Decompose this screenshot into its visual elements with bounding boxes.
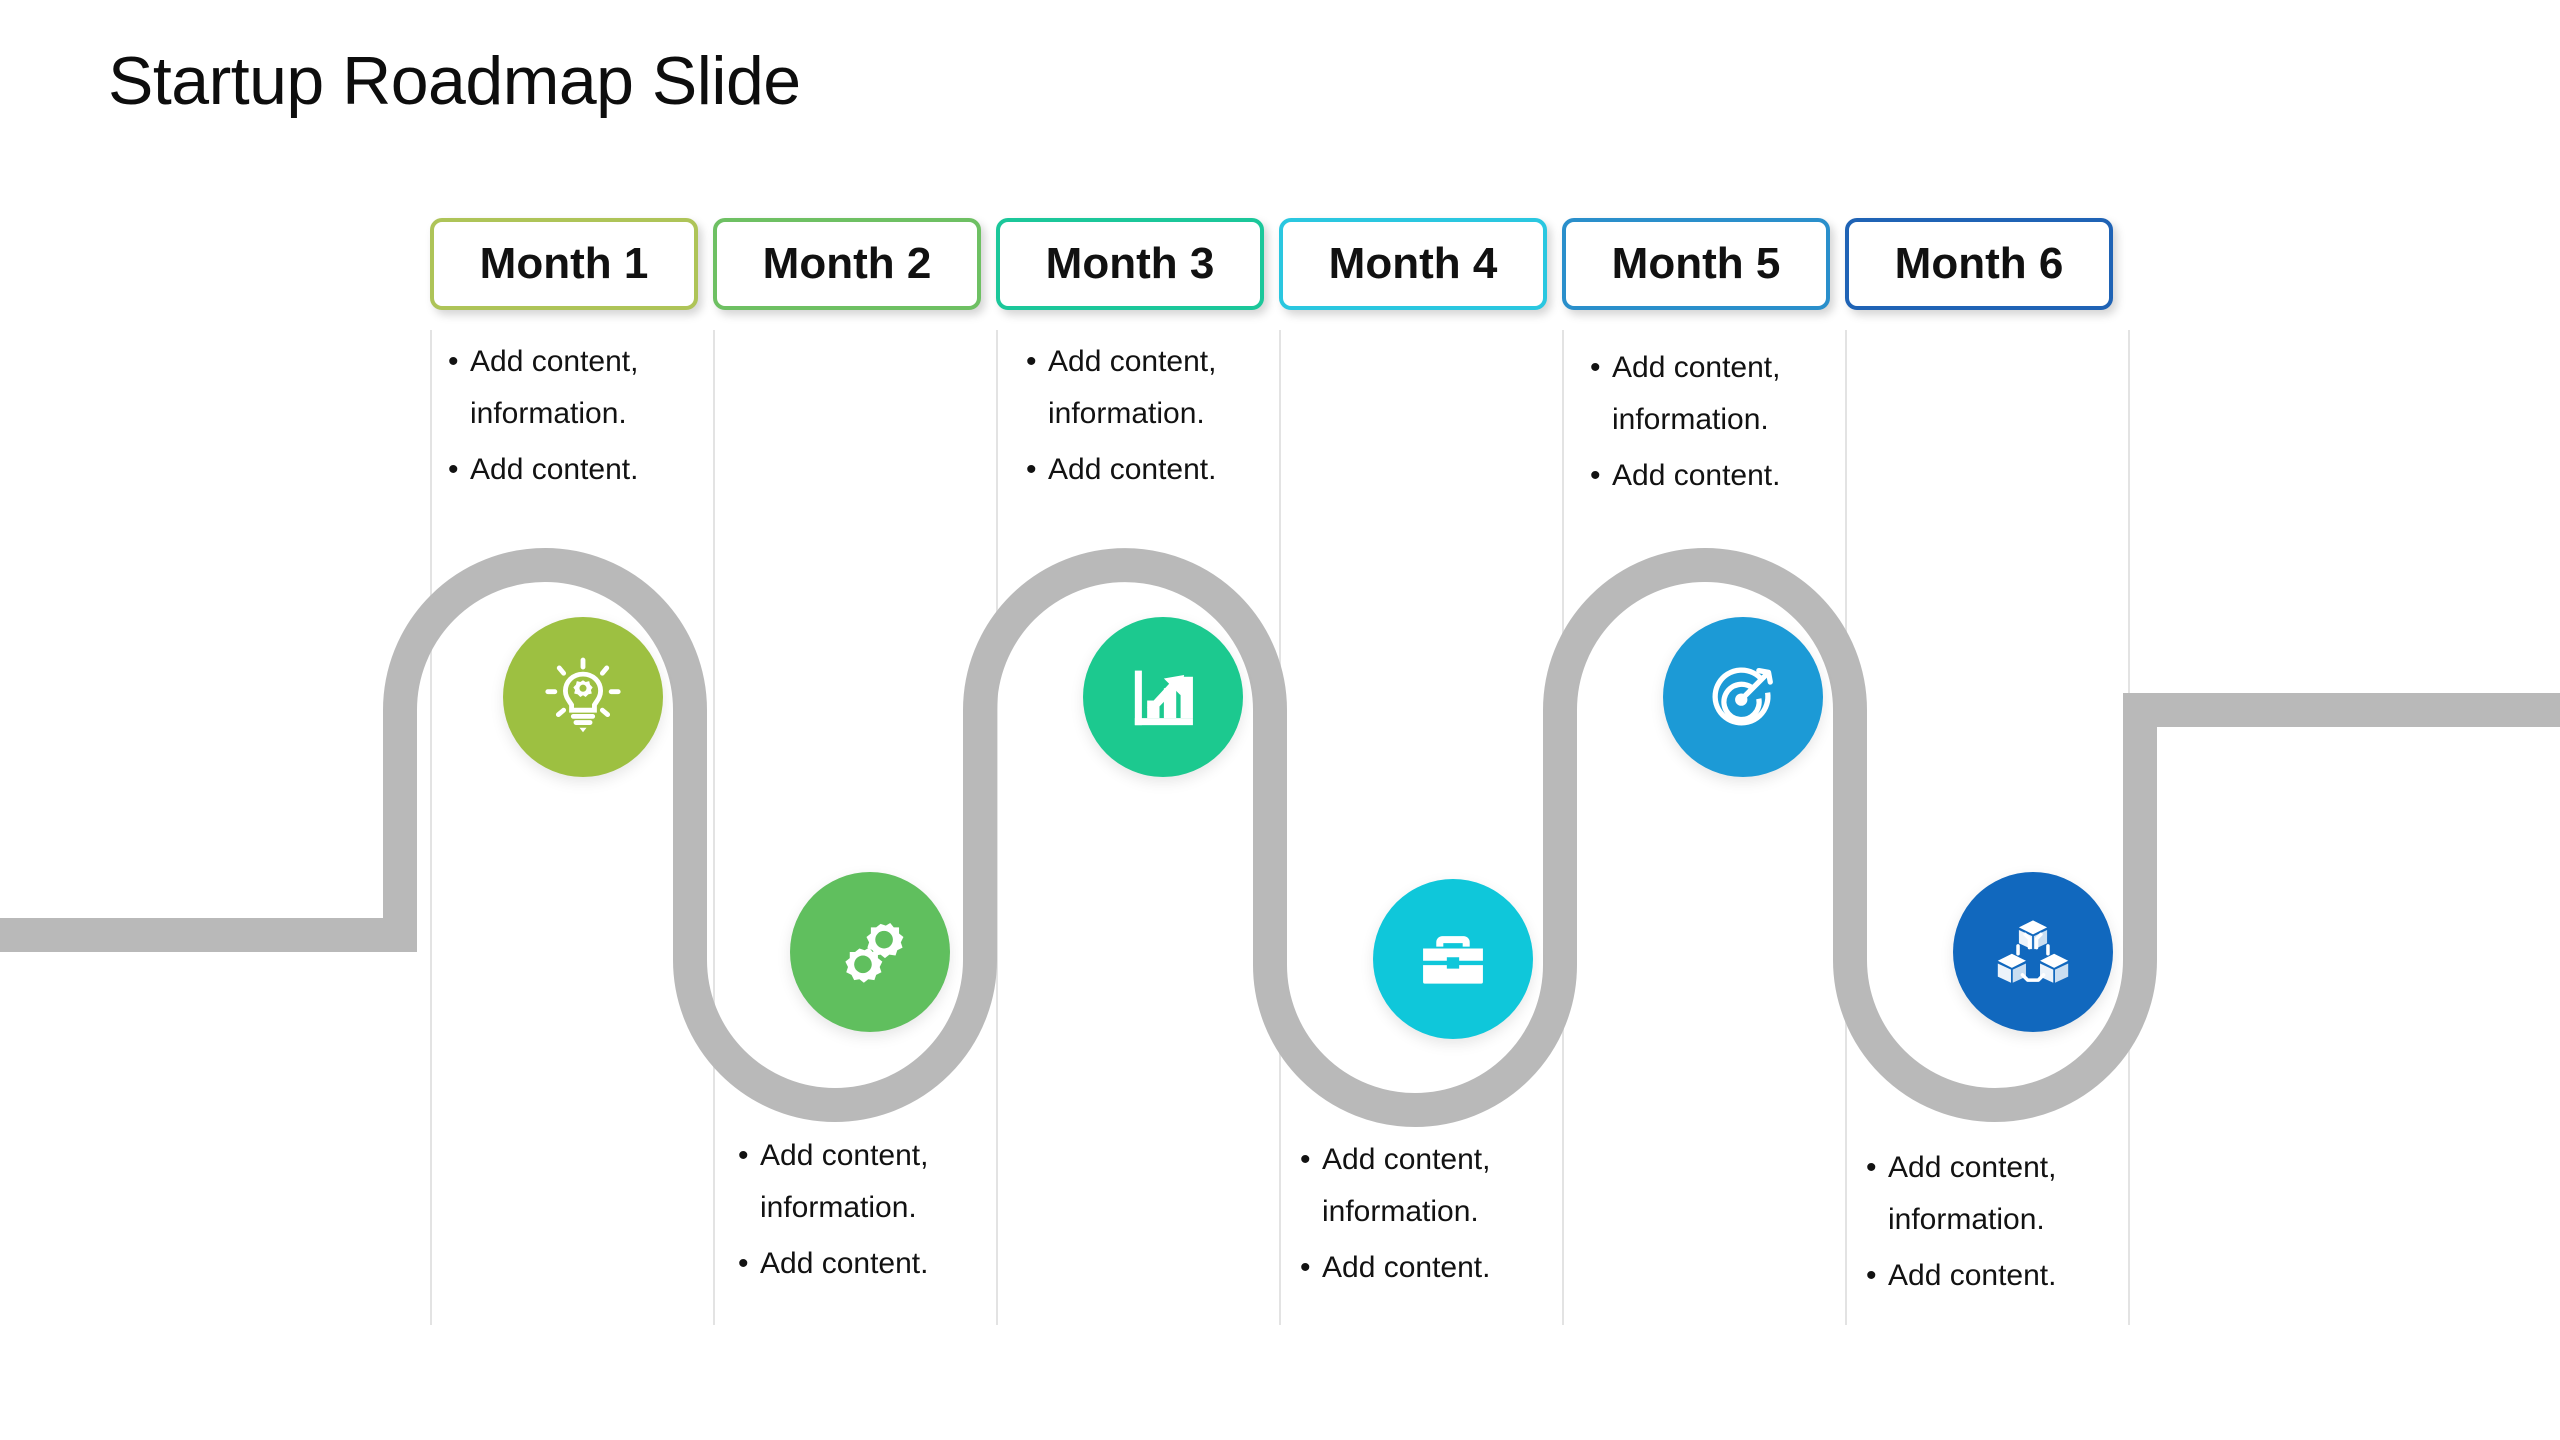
bullet-text: Add content. bbox=[1048, 453, 1217, 486]
month-header-label: Month 1 bbox=[479, 239, 649, 288]
list-item: • Add content, information. bbox=[1590, 342, 1870, 446]
list-item: • Add content, information. bbox=[1026, 336, 1306, 440]
milestone-node-6[interactable] bbox=[1953, 872, 2113, 1032]
month-header-label: Month 3 bbox=[1045, 239, 1215, 288]
bullet-text: Add content, information. bbox=[760, 1139, 929, 1224]
bullet-text: Add content. bbox=[1888, 1259, 2057, 1292]
bullet-text: Add content, information. bbox=[470, 345, 639, 430]
bullet-text: Add content, information. bbox=[1322, 1143, 1491, 1228]
bullet-text: Add content. bbox=[1612, 459, 1781, 492]
month-header-2[interactable]: Month 2 bbox=[713, 218, 981, 310]
month-header-label: Month 6 bbox=[1894, 239, 2064, 288]
list-item: • Add content, information. bbox=[1300, 1134, 1580, 1238]
column-divider bbox=[430, 330, 432, 1325]
list-item: • Add content. bbox=[1026, 444, 1306, 496]
bullet-list-month-2: • Add content, information. • Add conten… bbox=[738, 1130, 1018, 1294]
gears-icon bbox=[845, 922, 904, 983]
bullet-marker: • bbox=[1026, 453, 1037, 486]
month-header-6[interactable]: Month 6 bbox=[1845, 218, 2113, 310]
month-header-3[interactable]: Month 3 bbox=[996, 218, 1264, 310]
list-item: • Add content. bbox=[1866, 1250, 2146, 1302]
month-header-1[interactable]: Month 1 bbox=[430, 218, 698, 310]
milestone-node-4[interactable] bbox=[1373, 879, 1533, 1039]
milestone-node-2[interactable] bbox=[790, 872, 950, 1032]
bullet-marker: • bbox=[738, 1247, 749, 1280]
milestone-node-1[interactable] bbox=[503, 617, 663, 777]
bullet-text: Add content. bbox=[760, 1247, 929, 1280]
briefcase-icon bbox=[1423, 936, 1483, 984]
bullet-marker: • bbox=[1300, 1251, 1311, 1284]
bullet-text: Add content. bbox=[1322, 1251, 1491, 1284]
bullet-text: Add content, information. bbox=[1048, 345, 1217, 430]
blockchain-cubes-icon bbox=[1997, 920, 2069, 983]
bullet-marker: • bbox=[1300, 1143, 1311, 1176]
list-item: • Add content. bbox=[1590, 450, 1870, 502]
page-title: Startup Roadmap Slide bbox=[108, 43, 801, 119]
list-item: • Add content, information. bbox=[1866, 1142, 2146, 1246]
target-arrow-icon bbox=[1712, 667, 1773, 726]
list-item: • Add content. bbox=[448, 444, 728, 496]
bullet-list-month-4: • Add content, information. • Add conten… bbox=[1300, 1134, 1580, 1298]
month-header-label: Month 4 bbox=[1328, 239, 1498, 288]
list-item: • Add content. bbox=[738, 1238, 1018, 1290]
month-header-label: Month 5 bbox=[1611, 239, 1781, 288]
month-header-label: Month 2 bbox=[762, 239, 932, 288]
bullet-marker: • bbox=[738, 1139, 749, 1172]
bullet-marker: • bbox=[1026, 345, 1037, 378]
list-item: • Add content. bbox=[1300, 1242, 1580, 1294]
lightbulb-gear-icon bbox=[545, 657, 621, 733]
bullet-marker: • bbox=[1866, 1259, 1877, 1292]
bullet-marker: • bbox=[1590, 351, 1601, 384]
bullet-marker: • bbox=[448, 453, 459, 486]
month-header-4[interactable]: Month 4 bbox=[1279, 218, 1547, 310]
growth-chart-icon bbox=[1134, 670, 1193, 726]
month-header-5[interactable]: Month 5 bbox=[1562, 218, 1830, 310]
bullet-list-month-6: • Add content, information. • Add conten… bbox=[1866, 1142, 2146, 1306]
bullet-text: Add content, information. bbox=[1612, 351, 1781, 436]
list-item: • Add content, information. bbox=[738, 1130, 1018, 1234]
bullet-text: Add content, information. bbox=[1888, 1151, 2057, 1236]
bullet-marker: • bbox=[1590, 459, 1601, 492]
list-item: • Add content, information. bbox=[448, 336, 728, 440]
bullet-list-month-5: • Add content, information. • Add conten… bbox=[1590, 342, 1870, 506]
milestone-node-5[interactable] bbox=[1663, 617, 1823, 777]
bullet-marker: • bbox=[448, 345, 459, 378]
bullet-list-month-3: • Add content, information. • Add conten… bbox=[1026, 336, 1306, 500]
milestone-node-3[interactable] bbox=[1083, 617, 1243, 777]
bullet-text: Add content. bbox=[470, 453, 639, 486]
bullet-list-month-1: • Add content, information. • Add conten… bbox=[448, 336, 728, 500]
bullet-marker: • bbox=[1866, 1151, 1877, 1184]
